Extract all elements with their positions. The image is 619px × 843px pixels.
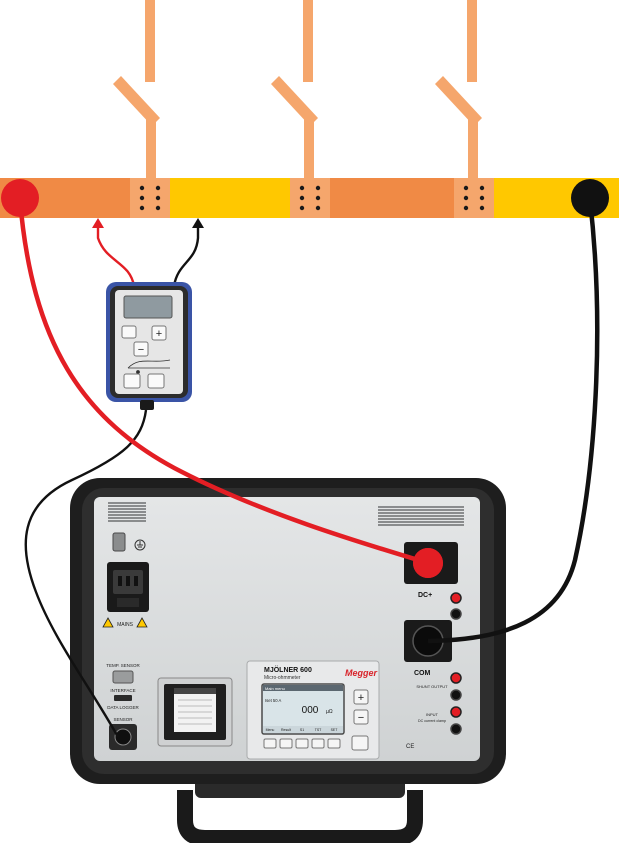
svg-text:+: + xyxy=(156,328,162,340)
model-name: MJÖLNER 600 xyxy=(264,665,312,674)
disconnector-2 xyxy=(271,0,318,180)
mains-socket[interactable] xyxy=(107,562,149,612)
com-label: COM xyxy=(414,670,431,677)
input-sub-label: DC current clamp xyxy=(418,719,446,723)
remote-display xyxy=(123,295,173,319)
remote-curve-graphic xyxy=(127,359,171,374)
disconnector-3 xyxy=(435,0,482,180)
softkey-label-2: Result xyxy=(281,728,291,732)
busbar-segment-orange-2 xyxy=(330,178,454,218)
sense-plus-terminal[interactable] xyxy=(450,592,462,604)
data-logger-label: DATA LOGGER xyxy=(107,705,139,710)
busbar-segment-yellow-1 xyxy=(170,178,290,218)
softkey-label-1: Menu xyxy=(266,728,275,732)
busbar xyxy=(0,178,619,218)
softkey-row xyxy=(263,735,369,751)
temp-sensor-port[interactable] xyxy=(112,670,134,684)
sense-lead-black xyxy=(172,224,200,287)
remote-plus-key[interactable]: + xyxy=(151,325,167,341)
case-handle xyxy=(177,790,423,843)
start-key[interactable] xyxy=(351,735,369,751)
busbar-clamp-red xyxy=(1,179,39,217)
instrument-case: MAINS TEMP. SENSOR INTERFACE DATA LOGGER… xyxy=(70,478,506,843)
svg-text:+: + xyxy=(358,692,364,704)
dc-plus-plug xyxy=(413,548,443,578)
softkey-label-3: S1 xyxy=(300,728,304,732)
softkey-label-5: SET xyxy=(331,728,339,732)
current-cable-red xyxy=(17,199,429,566)
sense-leads xyxy=(92,218,204,287)
sensor-port[interactable] xyxy=(109,724,137,750)
arrow-up-black-icon xyxy=(192,218,204,228)
sensor-label: SENSOR xyxy=(113,717,133,722)
model-subtitle: Micro-ohmmeter xyxy=(264,675,301,681)
softkey-4[interactable] xyxy=(311,738,325,749)
svg-text:−: − xyxy=(358,712,364,724)
softkey-label-4: TST xyxy=(315,728,322,732)
lcd-current: Iset 50 A xyxy=(265,698,282,703)
control-panel: MJÖLNER 600 Micro-ohmmeter Megger Main m… xyxy=(246,660,380,760)
ground-symbol-icon xyxy=(134,539,146,551)
power-switch[interactable] xyxy=(112,532,126,552)
shunt-output-label: SHUNT OUTPUT xyxy=(416,684,448,689)
input-label: INPUT xyxy=(426,712,439,717)
lcd-unit: µΩ xyxy=(326,709,333,715)
plus-key[interactable]: + xyxy=(353,689,369,705)
dc-plus-label: DC+ xyxy=(418,592,432,599)
disconnector-1 xyxy=(113,0,160,180)
interface-port[interactable] xyxy=(114,695,132,701)
softkey-2[interactable] xyxy=(279,738,293,749)
shunt-output-plus[interactable] xyxy=(450,672,462,684)
remote-key-bottom-right[interactable] xyxy=(147,373,165,389)
lcd-screen xyxy=(261,683,345,735)
input-plus[interactable] xyxy=(450,706,462,718)
printer xyxy=(157,677,233,747)
sense-lead-red xyxy=(96,224,136,287)
softkey-5[interactable] xyxy=(327,738,341,749)
sense-terminals xyxy=(450,592,462,620)
busbar-joint-3 xyxy=(454,178,494,218)
remote-minus-key[interactable]: − xyxy=(133,341,149,357)
arrow-up-red-icon xyxy=(92,218,104,228)
vent-grille-right xyxy=(378,506,464,526)
mains-label: MAINS xyxy=(117,622,134,628)
current-cable-black xyxy=(427,199,600,644)
joint-bolts xyxy=(139,185,485,211)
shunt-output-minus[interactable] xyxy=(450,689,462,701)
busbar-joint-2 xyxy=(290,178,330,218)
ce-mark: CE xyxy=(406,744,414,750)
vent-grille-left xyxy=(108,502,146,522)
remote-control: + − xyxy=(106,282,192,410)
remote-key-bottom-left[interactable] xyxy=(123,373,141,389)
input-minus[interactable] xyxy=(450,723,462,735)
svg-text:−: − xyxy=(138,344,144,356)
remote-left-key[interactable] xyxy=(121,325,137,339)
warning-icon xyxy=(102,617,148,628)
busbar-clamp-black xyxy=(571,179,609,217)
lcd-reading: 000 xyxy=(302,705,319,716)
softkey-3[interactable] xyxy=(295,738,309,749)
remote-cable-black xyxy=(24,409,148,738)
busbar-joint-1 xyxy=(130,178,170,218)
interface-label: INTERFACE xyxy=(110,688,135,693)
brand-logo: Megger xyxy=(345,668,378,678)
disconnector-switches xyxy=(113,0,482,180)
softkey-1[interactable] xyxy=(263,738,277,749)
temp-sensor-label: TEMP. SENSOR xyxy=(106,663,140,668)
sense-minus-terminal[interactable] xyxy=(450,608,462,620)
lcd-title: Main menu xyxy=(265,686,285,691)
minus-key[interactable]: − xyxy=(353,709,369,725)
